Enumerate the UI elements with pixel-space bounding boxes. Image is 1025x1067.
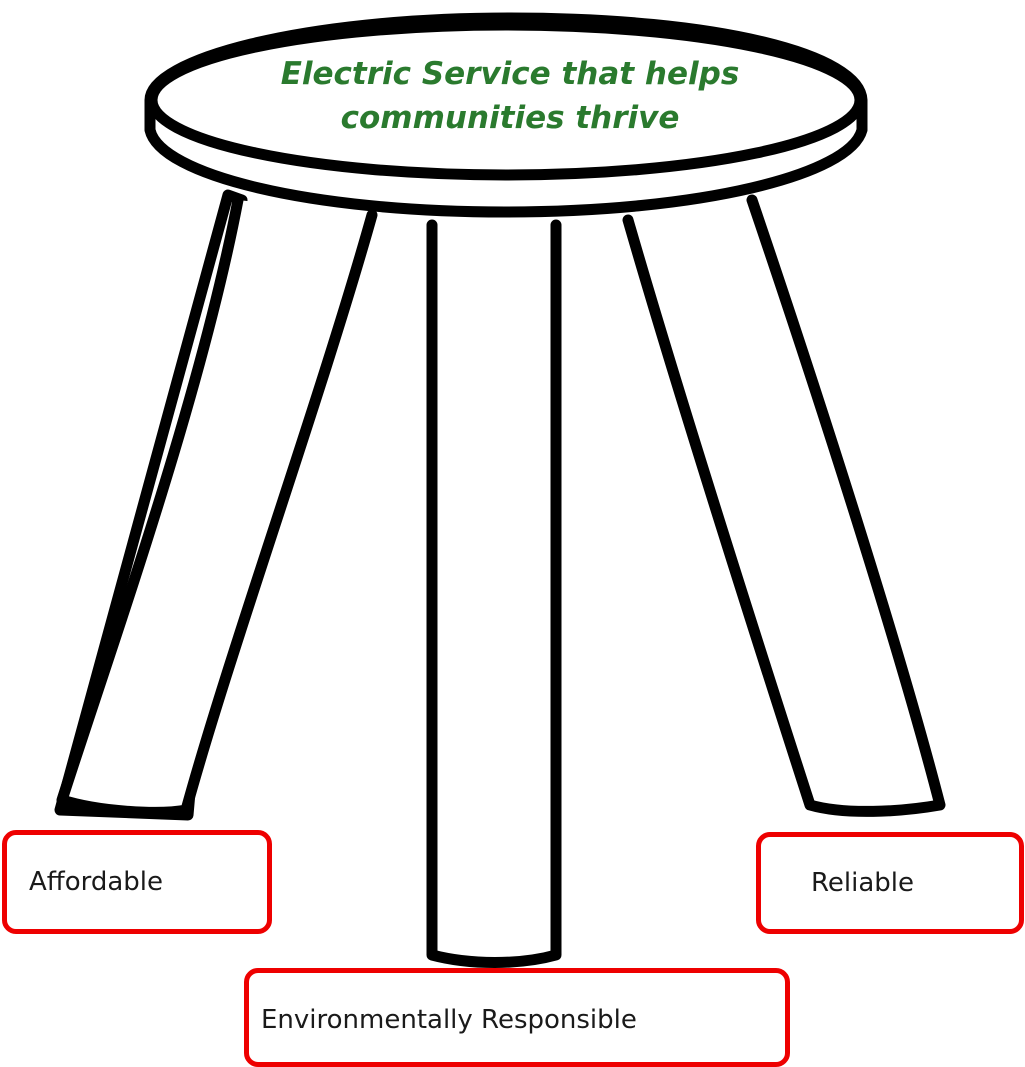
affordable-label-box: Affordable [2, 830, 272, 934]
reliable-label: Reliable [811, 868, 914, 898]
reliable-label-box: Reliable [756, 832, 1024, 934]
seat-title: Electric Service that helps communities … [230, 52, 790, 140]
environmentally-responsible-label: Environmentally Responsible [261, 1005, 637, 1035]
affordable-label: Affordable [29, 867, 163, 897]
environmentally-responsible-label-box: Environmentally Responsible [244, 968, 790, 1067]
seat-title-line-1: Electric Service that helps [280, 56, 740, 92]
left-leg-outline [56, 194, 378, 818]
middle-leg-outline [426, 219, 562, 968]
seat-title-line-2: communities thrive [340, 100, 680, 136]
right-leg-outline [622, 194, 946, 817]
seat-top [146, 19, 866, 181]
